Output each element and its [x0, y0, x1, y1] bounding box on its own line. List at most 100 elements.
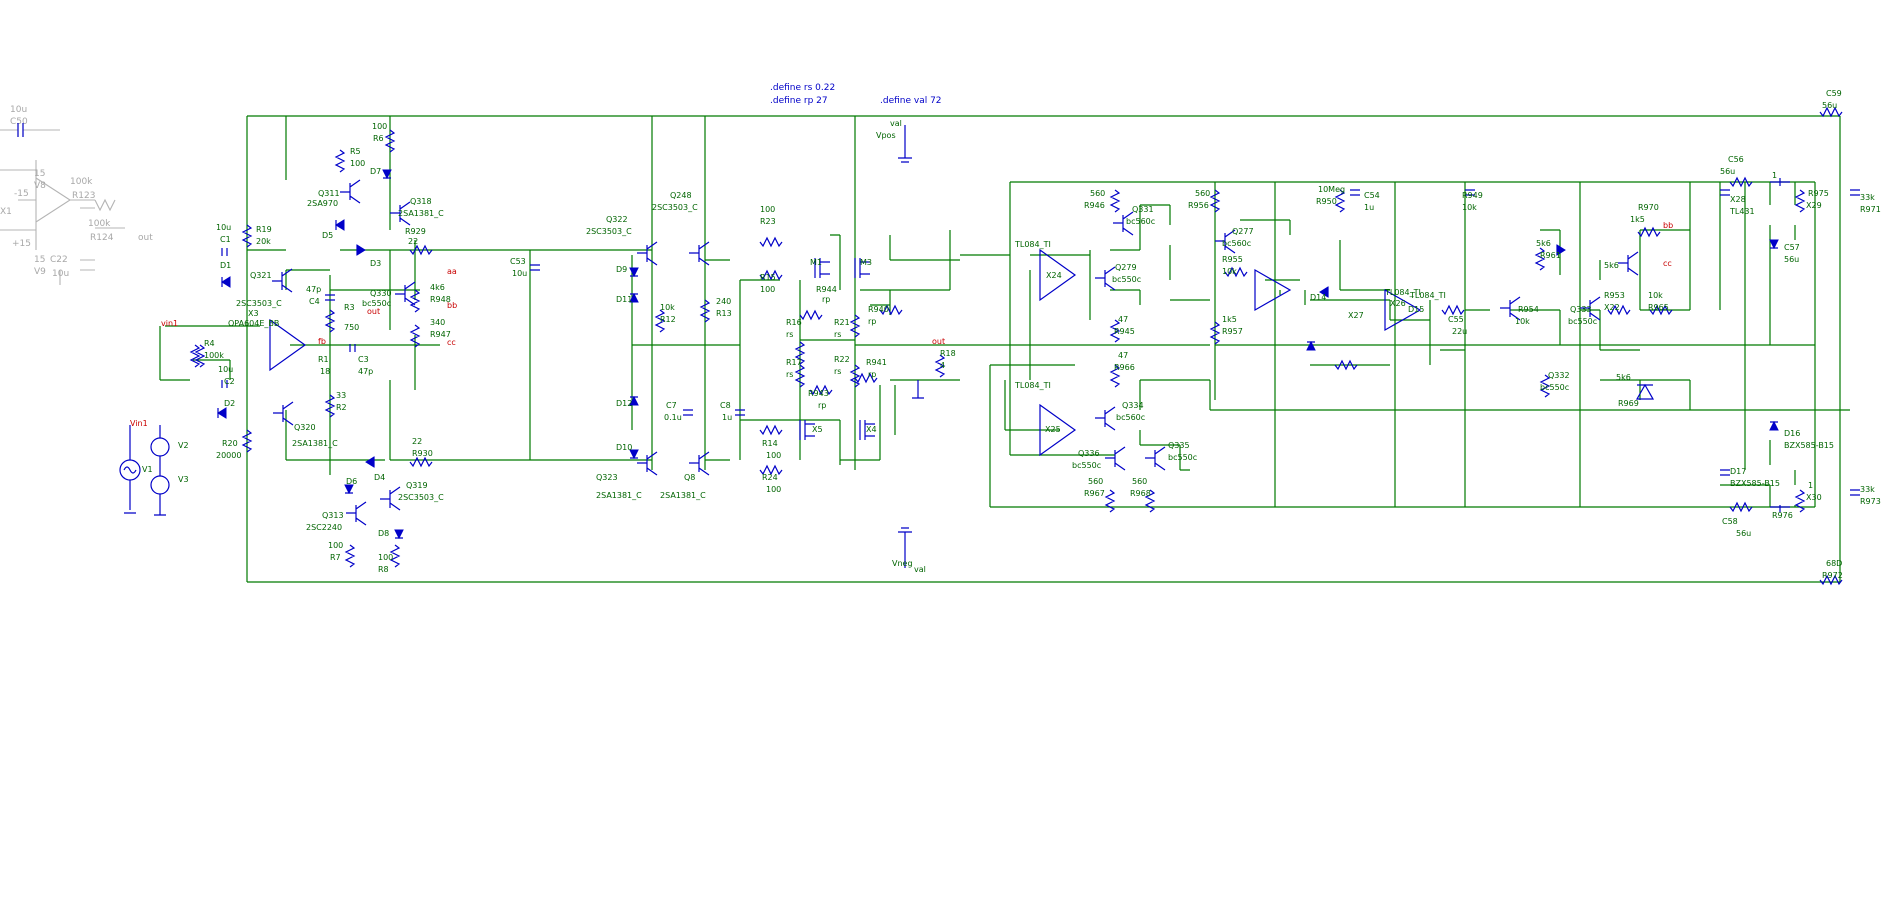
ghost-label: V8 — [34, 181, 46, 191]
component-label: R948 — [430, 295, 451, 304]
net-label: aa — [447, 267, 457, 276]
ghost-label: 15 — [34, 255, 45, 265]
component-label: X30 — [1806, 493, 1822, 502]
component-label: Q319 — [406, 481, 428, 490]
component-label: D4 — [374, 473, 385, 482]
component-label: V3 — [178, 475, 189, 484]
component-label: R941 — [866, 358, 887, 367]
component-label: Q321 — [250, 271, 272, 280]
component-label: R945 — [1114, 327, 1135, 336]
net-label: vin1 — [161, 319, 178, 328]
component-label: X22 — [1604, 303, 1620, 312]
component-label: 4 — [940, 361, 945, 370]
component-label: 20000 — [216, 451, 241, 460]
component-label: R965 — [1648, 303, 1669, 312]
component-label: 750 — [344, 323, 359, 332]
component-label: X26 — [1390, 299, 1406, 308]
component-label: C56 — [1728, 155, 1744, 164]
component-label: 10k — [1648, 291, 1663, 300]
component-label: R973 — [1860, 497, 1881, 506]
component-label: R954 — [1518, 305, 1539, 314]
component-label: rs — [786, 330, 793, 339]
ghost-label: -15 — [14, 189, 29, 199]
component-label: 5k6 — [1536, 239, 1551, 248]
component-label: 2SA970 — [307, 199, 338, 208]
component-label: 20k — [256, 237, 271, 246]
component-label: M3 — [860, 258, 872, 267]
component-label: Q248 — [670, 191, 692, 200]
component-label: 2SA1381_C — [292, 439, 338, 448]
component-label: X28 — [1730, 195, 1746, 204]
component-label: 1 — [1808, 481, 1813, 490]
component-label: D9 — [616, 265, 627, 274]
component-label: 10k — [660, 303, 675, 312]
component-label: bc550c — [1540, 383, 1569, 392]
component-label: Q277 — [1232, 227, 1254, 236]
component-label: val — [890, 119, 902, 128]
component-label: D10 — [616, 443, 632, 452]
component-label: 100k — [204, 351, 224, 360]
component-label: 240 — [716, 297, 731, 306]
ghost-label: 15 — [34, 169, 45, 179]
component-label: Q336 — [1078, 449, 1100, 458]
component-label: V1 — [142, 465, 153, 474]
net-label: out — [932, 337, 945, 346]
component-label: D2 — [224, 399, 235, 408]
component-label: 10k — [1515, 317, 1530, 326]
component-label: 100 — [350, 159, 365, 168]
component-label: R956 — [1188, 201, 1209, 210]
component-label: 100 — [760, 285, 775, 294]
component-label: R961 — [1540, 251, 1561, 260]
component-label: BZX585-B15 — [1784, 441, 1834, 450]
ghost-symbol: 10u C50 15 V8 -15 X1 100k R123 100k R124… — [0, 105, 153, 285]
spice-directives: .define rs 0.22 .define rp 27 .define va… — [770, 83, 942, 106]
component-label: 10Meg — [1318, 185, 1345, 194]
component-label: Q279 — [1115, 263, 1137, 272]
component-label: rp — [818, 401, 826, 410]
component-label: OPA604E_BB — [228, 319, 279, 328]
component-label: D6 — [346, 477, 357, 486]
component-label: Q8 — [684, 473, 695, 482]
component-label: 1 — [1772, 171, 1777, 180]
component-label: R970 — [1638, 203, 1659, 212]
component-label: Q320 — [294, 423, 316, 432]
component-label: D16 — [1784, 429, 1800, 438]
component-label: 560 — [1195, 189, 1210, 198]
ghost-label: 10u — [10, 105, 27, 115]
net-label: Vin1 — [130, 419, 148, 428]
component-label: val — [914, 565, 926, 574]
ghost-label: C22 — [50, 255, 68, 265]
component-label: R18 — [940, 349, 956, 358]
ghost-label: C50 — [10, 117, 28, 127]
component-label: 5k6 — [1616, 373, 1631, 382]
component-label: R940 — [868, 305, 889, 314]
component-label: Q332 — [1548, 371, 1570, 380]
component-label: R949 — [1462, 191, 1483, 200]
component-label: 33k — [1860, 193, 1875, 202]
component-label: X3 — [248, 309, 259, 318]
directive-val: .define val 72 — [880, 96, 942, 106]
component-label: C54 — [1364, 191, 1380, 200]
component-label: 2SA1381_C — [596, 491, 642, 500]
component-label: C53 — [510, 257, 526, 266]
component-label: rp — [868, 317, 876, 326]
directive-rp: .define rp 27 — [770, 96, 828, 106]
component-label: bc550c — [1568, 317, 1597, 326]
component-label: Q313 — [322, 511, 344, 520]
component-label: R976 — [1772, 511, 1793, 520]
component-label: bc550c — [1168, 453, 1197, 462]
component-label: R16 — [786, 318, 802, 327]
component-label: bc560c — [1126, 217, 1155, 226]
component-label: Vpos — [876, 131, 896, 140]
net-label: bb — [1663, 221, 1673, 230]
component-label: R8 — [378, 565, 389, 574]
component-label: bc550c — [1112, 275, 1141, 284]
component-label: R2 — [336, 403, 347, 412]
component-label: R971 — [1860, 205, 1881, 214]
component-label: 18 — [320, 367, 330, 376]
component-label: 2SC3503_C — [586, 227, 632, 236]
component-label: 56u — [1822, 101, 1837, 110]
component-label: TL084_TI — [1384, 288, 1421, 297]
component-label: 22u — [1452, 327, 1467, 336]
